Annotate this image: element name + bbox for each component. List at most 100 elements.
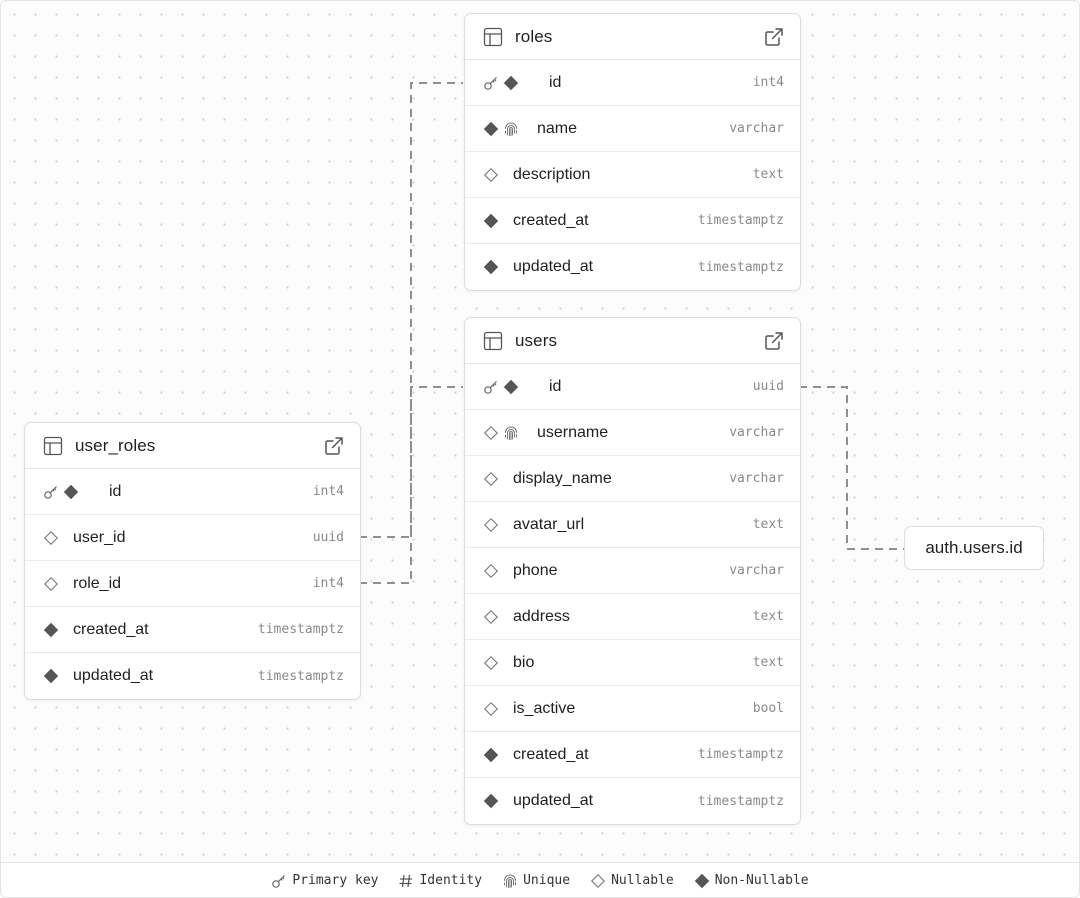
diamond-outline-icon — [483, 563, 499, 579]
table-name: roles — [515, 26, 553, 46]
table-name: users — [515, 330, 558, 350]
external-link-icon[interactable] — [764, 27, 784, 47]
column-type: text — [752, 609, 784, 624]
fingerprint-icon — [502, 873, 518, 889]
column-type: timestamptz — [257, 668, 344, 684]
column-icons — [483, 213, 503, 229]
column-type: timestamptz — [697, 747, 784, 762]
column-row-is-active[interactable]: is_active bool — [465, 686, 800, 732]
diamond-filled-icon — [694, 873, 710, 889]
column-icons — [483, 563, 503, 579]
diamond-filled-icon — [503, 379, 519, 395]
key-icon — [43, 484, 59, 500]
diamond-outline-icon — [483, 655, 499, 671]
column-name: username — [537, 423, 609, 441]
legend-label: Identity — [419, 873, 483, 888]
column-icons — [483, 655, 503, 671]
column-icons — [483, 517, 503, 533]
table-name: user_roles — [75, 435, 156, 455]
column-type: int4 — [312, 484, 344, 499]
column-name: name — [537, 119, 578, 137]
column-icons — [483, 701, 503, 717]
column-name: role_id — [73, 574, 122, 592]
column-type: text — [752, 517, 784, 532]
column-type: timestamptz — [697, 259, 784, 275]
hash-icon — [398, 873, 414, 889]
diamond-outline-icon — [483, 701, 499, 717]
legend-label: Unique — [523, 873, 571, 888]
table-header: user_roles — [25, 423, 360, 469]
diamond-outline-icon — [483, 609, 499, 625]
column-name: is_active — [513, 699, 576, 717]
column-name: display_name — [513, 469, 612, 487]
column-name: bio — [513, 653, 535, 671]
column-name: created_at — [513, 745, 589, 763]
column-icons — [483, 425, 523, 441]
diamond-outline-icon — [483, 517, 499, 533]
column-icons — [483, 747, 503, 763]
diamond-filled-icon — [43, 668, 59, 684]
column-row-id[interactable]: id int4 — [25, 469, 360, 515]
column-row-name[interactable]: name varchar — [465, 106, 800, 152]
column-type: varchar — [729, 563, 784, 578]
column-icons — [483, 121, 523, 137]
column-name: id — [109, 482, 122, 500]
column-row-username[interactable]: username varchar — [465, 410, 800, 456]
column-type: varchar — [729, 425, 784, 440]
column-row-id[interactable]: id int4 — [465, 60, 800, 106]
diamond-filled-icon — [63, 484, 79, 500]
column-icons — [483, 167, 503, 183]
key-icon — [483, 379, 499, 395]
fingerprint-icon — [503, 121, 519, 137]
table-icon — [483, 331, 503, 351]
diamond-outline-icon — [483, 167, 499, 183]
external-link-icon[interactable] — [764, 331, 784, 351]
diamond-filled-icon — [483, 121, 499, 137]
diamond-outline-icon — [43, 576, 59, 592]
external-reference-node[interactable]: auth.users.id — [904, 526, 1044, 570]
column-row-updated-at[interactable]: updated_at timestamptz — [465, 244, 800, 290]
diamond-filled-icon — [483, 213, 499, 229]
relation-edges — [359, 82, 904, 584]
external-reference-label: auth.users.id — [925, 538, 1023, 557]
external-link-icon[interactable] — [324, 436, 344, 456]
edge-user-roles-role-id-to-roles-id — [359, 82, 463, 584]
legend-label: Nullable — [611, 873, 674, 888]
column-name: id — [549, 73, 562, 91]
column-type: varchar — [729, 121, 784, 136]
diamond-filled-icon — [503, 75, 519, 91]
legend-label: Non-Nullable — [714, 873, 809, 888]
column-row-created-at[interactable]: created_at timestamptz — [465, 732, 800, 778]
column-name: updated_at — [513, 792, 594, 809]
table-header: roles — [465, 14, 800, 60]
diamond-outline-icon — [43, 530, 59, 546]
column-name: updated_at — [513, 258, 594, 275]
legend: Primary key Identity Unique Nullable Non… — [1, 862, 1079, 897]
column-type: bool — [752, 701, 784, 716]
legend-label: Primary key — [292, 873, 379, 888]
column-name: created_at — [513, 211, 589, 229]
column-type: int4 — [752, 75, 784, 90]
legend-non-nullable: Non-Nullable — [694, 873, 809, 889]
legend-primary-key: Primary key — [271, 873, 378, 889]
diamond-filled-icon — [483, 259, 499, 275]
